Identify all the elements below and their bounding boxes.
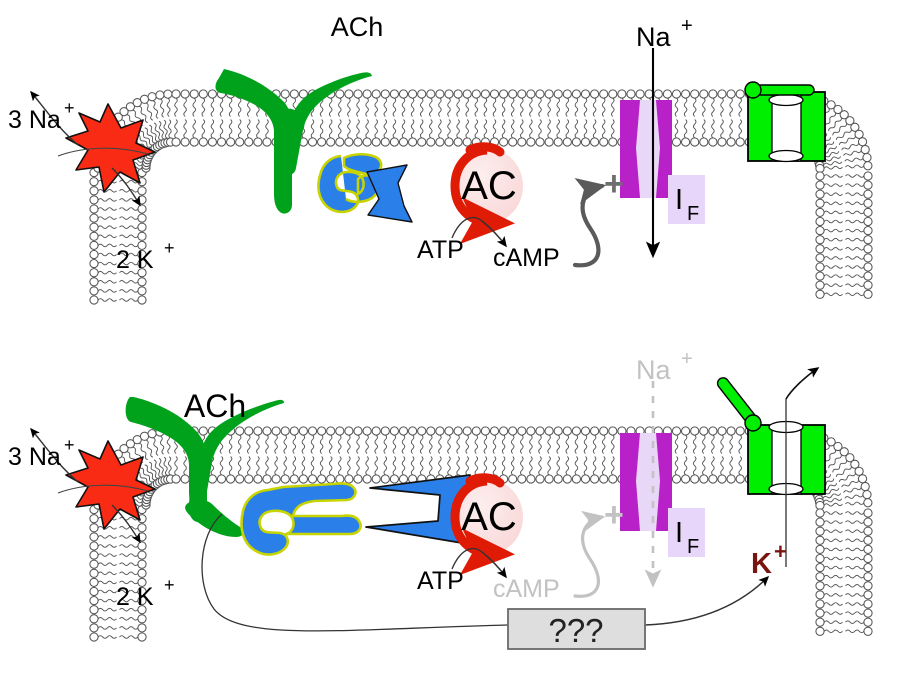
k-influx-arrow [111,167,141,207]
sodium-potassium-pump[interactable] [57,440,156,530]
muscarinic-receptor-unbound[interactable] [215,69,372,214]
ach-label: ACh [331,12,384,42]
na-influx-label-faded: Na [636,355,671,385]
k-influx-label: 2 K [116,246,154,274]
girk-potassium-channel-closed[interactable] [744,81,826,163]
if-current-label: I [675,184,683,216]
girk-gate-closed[interactable] [755,84,815,96]
gi-protein-beta-gamma[interactable] [240,482,362,556]
ac-to-camp-arrow [481,551,507,579]
camp-label-faded: cAMP [493,575,560,603]
bottom-panel-ach-stimulated-state: ACh AC [8,348,873,650]
girk-potassium-channel-open[interactable] [715,367,826,567]
k-influx-arrow [111,504,141,544]
sodium-potassium-pump[interactable] [57,103,156,193]
if-label-highlight [668,175,705,224]
ac-to-camp-arrow [481,220,507,248]
na-influx-superscript-faded: + [681,348,693,370]
unknown-pathway-inbound-line [201,513,509,632]
camp-activation-arrow-inactive [573,510,606,598]
ach-bound-label: ACh [184,388,246,424]
atp-to-ac-line [451,547,483,570]
atp-label: ATP [417,236,464,264]
hcn-funny-current-channel-open[interactable] [620,100,672,198]
unknown-pathway-outbound-arrow [644,575,770,626]
na-efflux-arrow [30,427,79,483]
top-panel-control-state: AC ACh 3 Na + 2 K + Na + ATP [8,12,873,305]
atp-to-ac-line [451,216,483,239]
ac-label: AC [461,164,517,208]
na-efflux-arrow [30,90,79,146]
if-current-label: I [675,517,683,549]
if-current-subscript: F [687,536,699,558]
unknown-pathway-box[interactable]: ??? [507,608,646,650]
k-efflux-label: K [751,548,772,580]
girk-gate-open[interactable] [715,376,762,432]
if-current-subscript: F [687,203,699,225]
na-efflux-label: 3 Na [8,106,61,134]
camp-label: cAMP [493,244,560,272]
k-influx-superscript: + [164,238,175,258]
adenylate-cyclase-inhibited[interactable]: AC [450,473,523,576]
plus-sign-label-faded: + [604,496,624,534]
gi-alpha-subunit[interactable] [366,164,413,223]
camp-activation-arrow [572,178,607,268]
na-efflux-label: 3 Na [8,443,61,471]
na-influx-superscript: + [681,15,693,37]
k-efflux-superscript: + [774,539,787,564]
na-influx-label: Na [636,22,671,52]
k-efflux-arrow [785,367,820,400]
atp-label: ATP [417,567,464,595]
muscarinic-receptor-ach-bound[interactable]: ACh [125,388,284,537]
k-influx-label: 2 K [116,583,154,611]
na-efflux-superscript: + [64,435,75,455]
na-efflux-superscript: + [64,98,75,118]
hcn-funny-current-channel-inhibited[interactable] [620,433,672,531]
ac-label: AC [461,495,517,539]
unknown-label: ??? [548,612,603,649]
k-influx-superscript: + [164,575,175,595]
adenylate-cyclase-active[interactable]: AC [450,142,523,245]
if-label-highlight [668,508,705,557]
plus-sign-label: + [604,165,624,203]
